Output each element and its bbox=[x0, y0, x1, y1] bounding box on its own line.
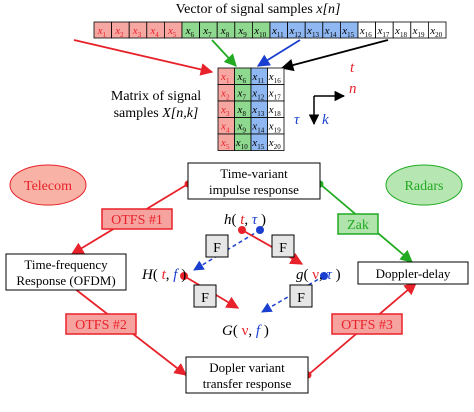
otfs2-label: OTFS #2 bbox=[75, 318, 127, 333]
cell-label: x7 bbox=[237, 88, 247, 102]
otfs1-label: OTFS #1 bbox=[111, 213, 163, 228]
otfs1-tag bbox=[101, 208, 173, 230]
cell-label: x3 bbox=[132, 25, 142, 39]
vector-title: Vector of signal samples x[n] bbox=[176, 2, 341, 17]
telecom-label: Telecom bbox=[24, 179, 72, 194]
h-tau-dot bbox=[256, 226, 264, 234]
time-variant-line1: Time-variant bbox=[220, 166, 288, 181]
zak-label: Zak bbox=[347, 218, 369, 233]
cell-label: x8 bbox=[237, 104, 247, 118]
axis-label-t: t bbox=[350, 60, 355, 76]
cell-label: x19 bbox=[268, 121, 281, 135]
cell-label: x15 bbox=[251, 137, 264, 151]
doppler-variant-box bbox=[185, 356, 309, 394]
cell-label: x13 bbox=[251, 104, 264, 118]
cell-label: x4 bbox=[220, 121, 230, 135]
cell-label: x10 bbox=[253, 25, 266, 39]
cell-label: x10 bbox=[235, 137, 248, 151]
func-H: H( t, f ) bbox=[141, 267, 186, 283]
cell-label: x9 bbox=[237, 121, 247, 135]
axis-label-k: k bbox=[322, 112, 329, 128]
vector-cell bbox=[427, 21, 447, 39]
radars-oval bbox=[385, 164, 463, 206]
func-h: h( t, τ ) bbox=[224, 212, 266, 228]
blue-column-arrow bbox=[256, 39, 301, 67]
matrix-label-line2: samples X[n,k] bbox=[114, 106, 199, 121]
time-variant-line2: impulse response bbox=[209, 182, 299, 197]
cell-label: x16 bbox=[359, 25, 372, 39]
telecom-oval bbox=[9, 164, 87, 206]
zak-tag bbox=[337, 213, 379, 235]
cell-label: x6 bbox=[237, 71, 247, 85]
fourier-label-top-left: F bbox=[213, 241, 221, 256]
sample-matrix: x1 x6 x11 x16 x2 x7 x12 x17 x3 x8 x13 x18 x4 x9 x14 x19… bbox=[217, 67, 285, 151]
time-variant-box bbox=[187, 162, 321, 200]
red-column-arrow bbox=[73, 39, 214, 76]
h-t-dot bbox=[238, 226, 246, 234]
cell-label: x5 bbox=[167, 25, 177, 39]
cell-label: x12 bbox=[288, 25, 301, 39]
fourier-box-bottom-right bbox=[289, 284, 313, 308]
cell-label: x19 bbox=[412, 25, 425, 39]
fourier-box-top-right bbox=[271, 234, 295, 258]
func-G: G( ν, f ) bbox=[222, 323, 269, 339]
cell-label: x17 bbox=[376, 25, 389, 39]
fourier-diamond: F F F F h( t, τ ) H( t, f ) g( ν, τ ) G(… bbox=[141, 212, 341, 339]
cell-label: x2 bbox=[114, 25, 124, 39]
doppler-variant-line1: Dopler variant bbox=[209, 360, 285, 375]
radars-label: Radars bbox=[405, 179, 444, 194]
sample-vector: x1 x2 x3 x4 x5 x6 x7 x8 x9 x10 x11 x12 x13 x14 x15 x16 x… bbox=[93, 21, 447, 39]
green-column-arrow bbox=[211, 39, 237, 67]
g-tau-dot bbox=[320, 272, 328, 280]
cell-label: x4 bbox=[149, 25, 159, 39]
cell-label: x6 bbox=[185, 25, 195, 39]
cell-label: x3 bbox=[220, 104, 230, 118]
cell-label: x13 bbox=[306, 25, 319, 39]
otfs3-tag bbox=[331, 313, 403, 335]
cell-label: x17 bbox=[268, 88, 281, 102]
otfs3-label: OTFS #3 bbox=[341, 318, 393, 333]
gray-column-arrow bbox=[280, 39, 389, 72]
cell-label: x1 bbox=[97, 25, 107, 39]
H-t-dot bbox=[180, 272, 188, 280]
doppler-delay-label: Doppler-delay bbox=[376, 266, 451, 281]
cell-label: x8 bbox=[220, 25, 230, 39]
time-frequency-box bbox=[5, 253, 127, 291]
cell-label: x14 bbox=[324, 25, 337, 39]
vector-to-matrix-arrows bbox=[73, 39, 389, 76]
doppler-delay-box bbox=[357, 261, 469, 285]
cell-label: x16 bbox=[268, 71, 281, 85]
cell-label: x5 bbox=[220, 137, 230, 151]
cell-label: x7 bbox=[202, 25, 212, 39]
cell-label: x15 bbox=[341, 25, 354, 39]
matrix-cell bbox=[267, 133, 285, 151]
cell-label: x18 bbox=[268, 104, 281, 118]
cell-label: x1 bbox=[220, 71, 230, 85]
fourier-label-bottom-left: F bbox=[201, 291, 209, 306]
axis-label-tau: τ bbox=[294, 112, 300, 128]
cell-label: x2 bbox=[220, 88, 230, 102]
matrix-label-line1: Matrix of signal bbox=[111, 89, 201, 104]
cell-label: x11 bbox=[271, 25, 284, 39]
func-g: g( ν, τ ) bbox=[296, 267, 341, 283]
otfs2-tag bbox=[65, 313, 137, 335]
cell-label: x11 bbox=[251, 71, 264, 85]
fourier-box-bottom-left bbox=[193, 284, 217, 308]
doppler-variant-line2: transfer response bbox=[203, 376, 292, 391]
cell-label: x9 bbox=[237, 25, 247, 39]
cell-label: x20 bbox=[268, 137, 281, 151]
axis-label-n: n bbox=[349, 81, 357, 97]
axes-indicator: t n τ k bbox=[294, 60, 357, 128]
cell-label: x20 bbox=[429, 25, 442, 39]
cell-label: x12 bbox=[251, 88, 264, 102]
cell-label: x18 bbox=[394, 25, 407, 39]
fourier-box-top-left bbox=[205, 234, 229, 258]
time-frequency-line2: Response (OFDM) bbox=[16, 273, 115, 288]
fourier-label-top-right: F bbox=[279, 241, 287, 256]
time-frequency-line1: Time-frequency bbox=[24, 257, 108, 272]
fourier-label-bottom-right: F bbox=[297, 291, 305, 306]
cell-label: x14 bbox=[251, 121, 264, 135]
